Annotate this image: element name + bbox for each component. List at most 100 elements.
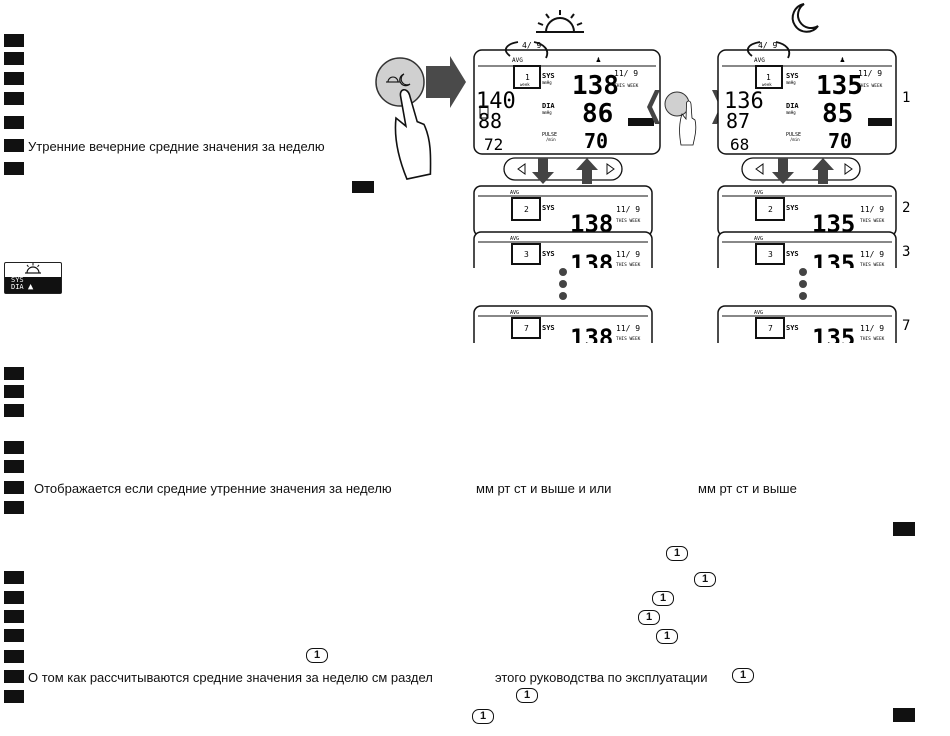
week-row-2: AVG 2 SYS 138 11/ 9 THIS WEEK [473,185,653,238]
week-number: 2 [768,205,773,214]
up-arrow-icon [576,158,598,184]
right-button-icon[interactable] [844,163,853,175]
week-row-7: AVG 7 SYS 138 11/ 9 THIS WEEK [473,305,653,350]
indicator-dia-row: DIA ▲ [11,283,61,292]
lcd-date: 11/ 9 [860,250,884,259]
bullet [4,162,24,175]
lcd-avg: AVG [510,236,519,242]
sys-value: 135 [816,71,863,101]
bg-dia: 88 [478,109,502,133]
ellipsis-dot [559,292,567,300]
down-arrow-icon [772,158,794,184]
this-week: THIS WEEK [860,336,885,342]
indicator-sys: SYS [11,276,24,284]
bullet [4,501,24,514]
dia-label: DIA [786,102,799,110]
right-button-icon[interactable] [606,163,615,175]
lcd-date: 11/ 9 [860,324,884,333]
chevron-left-icon [647,90,660,124]
left-button-icon[interactable] [755,163,764,175]
bg-pulse: 68 [730,135,749,154]
week-number: 7 [768,324,773,333]
week-number: 1 [525,73,530,82]
bg-sys: 140 [476,89,516,114]
left-button-icon[interactable] [517,163,526,175]
evening-nav [741,157,861,184]
bullet [4,385,24,398]
this-week: THIS WEEK [616,218,641,224]
side-number: 2 [902,200,910,216]
side-number: 7 [902,318,910,334]
this-week: THIS WEEK [614,83,639,89]
bullet [4,481,24,494]
indicator-dia: DIA [11,283,24,291]
this-week: THIS WEEK [858,83,883,89]
pulse-label: PULSE [786,132,801,138]
ref-badge: 1 [652,591,674,606]
week-number: 2 [524,205,529,214]
side-number: 3 [902,244,910,260]
shown-if-text-1: Отображается если средние утренние значе… [34,481,392,496]
shown-if-text-3: мм рт ст и выше [698,481,797,496]
bullet [893,522,915,536]
week-label: week [762,82,772,87]
dia-label: DIA [542,102,555,110]
bullet [4,34,24,47]
sys-label: SYS [786,324,799,332]
lcd-avg: AVG [754,236,763,242]
sun-moon-icon [386,73,411,87]
bullet [4,139,24,152]
bullet [352,181,374,193]
sun-icon [5,263,61,277]
ellipsis-dot [799,280,807,288]
pulse-unit: /min [546,137,556,142]
evening-week-row-2: AVG 2 SYS 135 11/ 9 THIS WEEK [717,185,897,238]
sun-icon [536,10,584,33]
this-week: THIS WEEK [616,262,641,268]
lcd-avg: AVG [754,310,763,316]
ellipsis-dot [799,268,807,276]
pulse-label: PULSE [542,132,557,138]
down-arrow-icon [532,158,554,184]
bullet [4,116,24,129]
ellipsis-dot [559,268,567,276]
week-number: 3 [524,250,529,259]
ref-badge: 1 [516,688,538,703]
ellipsis-dot [799,292,807,300]
bullet [4,650,24,663]
sys-label: SYS [786,72,799,80]
bg-pulse: 72 [484,135,503,154]
morning-evening-button-small[interactable] [664,91,690,117]
lcd-avg: AVG [754,57,765,64]
morning-evening-line: Утренние вечерние средние значения за не… [28,139,325,154]
ref-badge: 1 [638,610,660,625]
this-week: THIS WEEK [860,262,885,268]
lcd-date: 11/ 9 [616,205,640,214]
lcd-diagram: 4/ 9 AVG ♟ 1 week 140 88 72 SYS mmHg 138… [375,3,930,350]
ref-badge: 1 [732,668,754,683]
sys-label: SYS [786,250,799,258]
week-number: 7 [524,324,529,333]
bullet [4,610,24,623]
week-label: week [520,82,530,87]
sys-label: SYS [542,204,555,212]
pulse-value: 70 [828,129,852,153]
lcd-date: 11/ 9 [858,69,882,78]
right-arrow-icon [426,56,466,108]
sys-value: 138 [572,71,619,101]
pulse-unit: /min [790,137,800,142]
evening-lcd: 4/ 9 AVG ♟ 1 week 136 87 68 SYS mmHg 135… [717,41,897,155]
dia-unit: mmHg [786,110,796,115]
bullet [4,72,24,85]
ref-badge: 1 [694,572,716,587]
lcd-avg: AVG [510,310,519,316]
lcd-avg: AVG [754,190,763,196]
week-number: 3 [768,250,773,259]
bullet [4,441,24,454]
sys-unit: mmHg [786,80,796,85]
sys-unit: mmHg [542,80,552,85]
about-text-2: этого руководства по эксплуатации [495,670,708,685]
user-icon: ♟ [596,55,601,64]
morning-nav [503,157,623,184]
morning-indicator: SYS DIA ▲ [4,262,62,294]
